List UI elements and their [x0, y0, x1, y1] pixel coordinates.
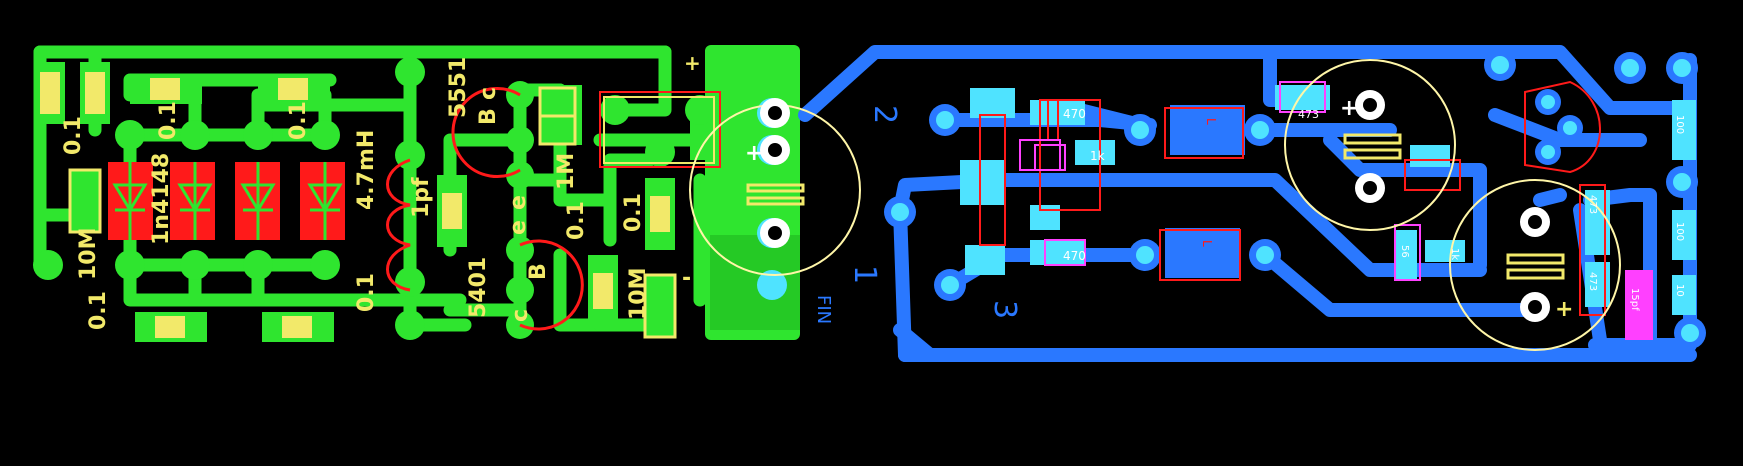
label-15pf: 15pf [1629, 288, 1640, 311]
pad [506, 276, 534, 304]
label-56: 56 [1399, 245, 1410, 258]
label-num-1: 1 [847, 265, 882, 284]
label-num-2: 2 [867, 105, 902, 124]
label-10: 10 [1674, 284, 1685, 297]
label-num-3: 3 [987, 300, 1022, 319]
transistor-5401 [519, 239, 584, 331]
pad [395, 57, 425, 87]
inductor-4-7mh [386, 158, 411, 292]
label-plus-cap: + [745, 141, 763, 166]
blue-labels: 2 1 3 FIN 470 470 473 1k L L 56 1k 473 4… [813, 96, 1685, 324]
label-10m-a: 10M [76, 227, 101, 280]
label-0-1-f: 0.1 [564, 201, 589, 240]
label-473-b: 473 [1587, 195, 1598, 214]
label-470-b: 470 [1063, 249, 1086, 263]
label-minus-bottom: - [682, 266, 691, 291]
label-l2: L [1200, 240, 1214, 247]
pad [180, 120, 210, 150]
label-4-7mh: 4.7mH [354, 130, 379, 210]
label-0-1-c: 0.1 [286, 101, 311, 140]
label-pin-c2: c [508, 309, 533, 322]
label-pin-b1: B [476, 108, 501, 125]
pad [310, 120, 340, 150]
label-100-a: 100 [1674, 115, 1685, 134]
pad [115, 120, 145, 150]
label-10m-b: 10M [626, 267, 651, 320]
label-0-1-e: 0.1 [354, 273, 379, 312]
pad [506, 126, 534, 154]
label-5401: 5401 [466, 257, 491, 318]
green-labels: 0.1 0.1 0.1 0.1 0.1 0.1 0.1 10M 10M 1n41… [61, 51, 701, 330]
pad [685, 95, 715, 125]
pad [645, 137, 675, 167]
pad [506, 161, 534, 189]
label-0-1-b: 0.1 [156, 101, 181, 140]
label-1k: 1k [1090, 149, 1105, 163]
electrolytic-caps: + [689, 59, 1621, 351]
transistor-5551 [451, 87, 521, 178]
diode-array [108, 162, 345, 240]
green-smd-parts [35, 62, 677, 342]
label-fin: FIN [813, 295, 834, 324]
label-plus-a: + [1340, 96, 1358, 121]
label-1m: 1M [554, 153, 579, 190]
label-plus-b: + [1555, 297, 1573, 322]
pad [600, 95, 630, 125]
pad [506, 236, 534, 264]
blue-outlines [979, 80, 1606, 316]
label-100-b: 100 [1674, 222, 1685, 241]
label-1n4148: 1n4148 [149, 153, 174, 245]
blue-board: + 2 1 3 FIN 470 470 473 1k L L 56 1k 473… [689, 45, 1706, 362]
green-board: 0.1 0.1 0.1 0.1 0.1 0.1 0.1 10M 10M 1n41… [33, 45, 800, 342]
label-pin-e1: e [506, 195, 531, 210]
pad [33, 250, 63, 280]
label-0-1-g: 0.1 [621, 193, 646, 232]
label-473-c: 473 [1587, 272, 1598, 291]
label-0-1-a: 0.1 [61, 116, 86, 155]
label-1k-b: 1k [1449, 248, 1460, 260]
pad [395, 310, 425, 340]
pad [243, 120, 273, 150]
outline-box [599, 91, 721, 168]
pad [115, 250, 145, 280]
label-l1: L [1204, 118, 1218, 125]
label-pin-c1: c [476, 87, 501, 100]
label-pin-e2: e [506, 220, 531, 235]
label-473-a: 473 [1298, 108, 1319, 121]
pad [395, 267, 425, 297]
label-470-a: 470 [1063, 107, 1086, 121]
label-pin-b2: B [526, 263, 551, 280]
pad [180, 250, 210, 280]
pad [310, 250, 340, 280]
label-1pf: 1pf [409, 177, 434, 218]
green-pads [33, 57, 715, 340]
label-5551: 5551 [446, 57, 471, 118]
label-0-1-d: 0.1 [86, 291, 111, 330]
label-plus-top: + [684, 51, 701, 75]
pad [243, 250, 273, 280]
